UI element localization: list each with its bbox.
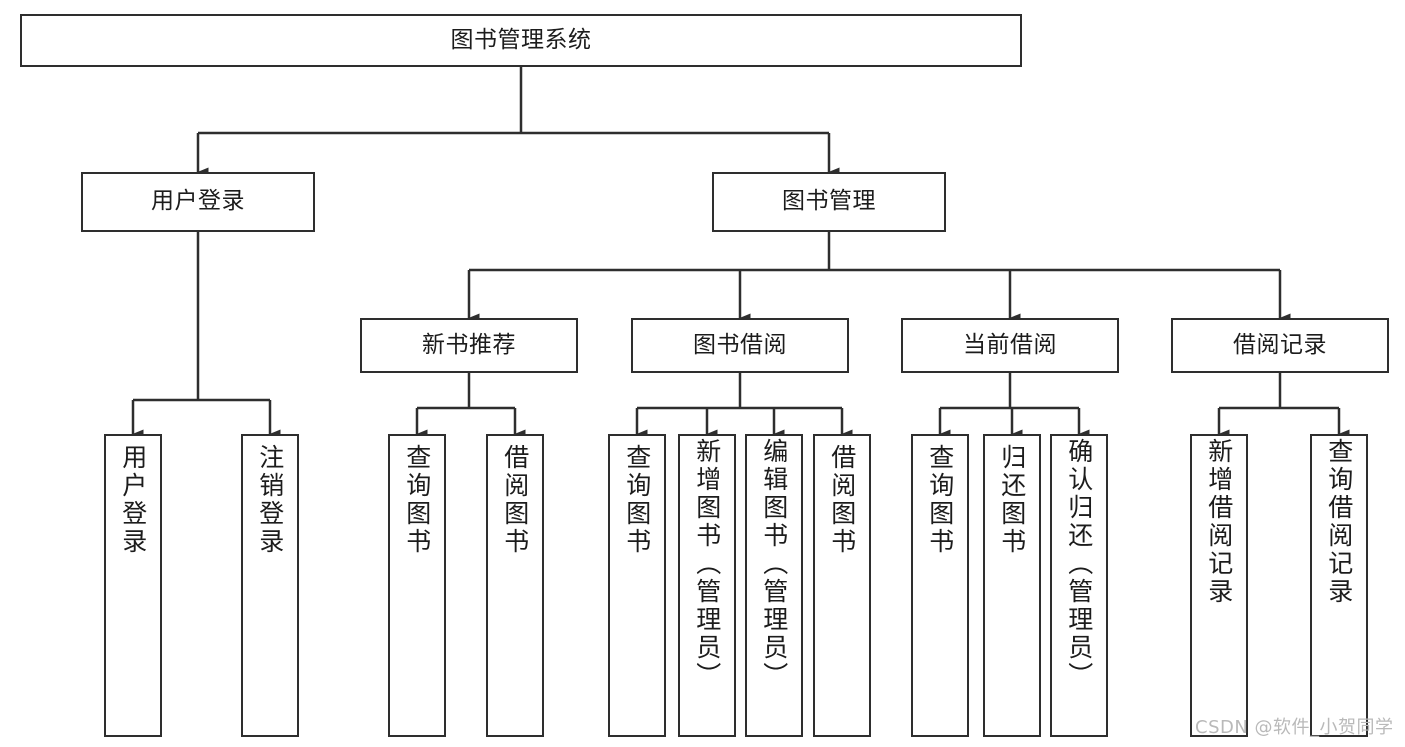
- node-leaf-add-book[interactable]: 新增图书（管理员）: [678, 434, 736, 737]
- node-label: 查询图书: [402, 444, 432, 556]
- node-leaf-confirm-return[interactable]: 确认归还（管理员）: [1050, 434, 1108, 737]
- node-current-borrow[interactable]: 当前借阅: [901, 318, 1119, 373]
- node-label: 新增图书（管理员）: [692, 438, 722, 690]
- node-label: 确认归还（管理员）: [1064, 438, 1094, 690]
- node-label: 新增借阅记录: [1204, 438, 1234, 606]
- node-leaf-borrow-book-1[interactable]: 借阅图书: [486, 434, 544, 737]
- node-label: 借阅图书: [500, 444, 530, 556]
- node-label: 查询图书: [622, 444, 652, 556]
- node-leaf-user-login[interactable]: 用户登录: [104, 434, 162, 737]
- watermark: CSDN @软件_小贺同学: [1195, 717, 1394, 738]
- node-root[interactable]: 图书管理系统: [20, 14, 1022, 67]
- node-label: 当前借阅: [963, 331, 1057, 358]
- node-label: 借阅记录: [1233, 331, 1327, 358]
- node-label: 新书推荐: [422, 331, 516, 358]
- node-label: 编辑图书（管理员）: [759, 438, 789, 690]
- node-label: 注销登录: [255, 444, 285, 556]
- node-label: 归还图书: [997, 444, 1027, 556]
- node-root-label: 图书管理系统: [450, 26, 592, 53]
- node-book-borrow[interactable]: 图书借阅: [631, 318, 849, 373]
- node-user-login[interactable]: 用户登录: [81, 172, 315, 232]
- node-label: 用户登录: [118, 444, 148, 556]
- node-new-book-rec[interactable]: 新书推荐: [360, 318, 578, 373]
- node-leaf-query-book-2[interactable]: 查询图书: [608, 434, 666, 737]
- node-leaf-borrow-book-2[interactable]: 借阅图书: [813, 434, 871, 737]
- node-label: 查询图书: [925, 444, 955, 556]
- node-book-manage[interactable]: 图书管理: [712, 172, 946, 232]
- node-leaf-logout[interactable]: 注销登录: [241, 434, 299, 737]
- node-borrow-record[interactable]: 借阅记录: [1171, 318, 1389, 373]
- node-label: 图书管理: [782, 188, 876, 215]
- node-leaf-edit-book[interactable]: 编辑图书（管理员）: [745, 434, 803, 737]
- node-leaf-query-record[interactable]: 查询借阅记录: [1310, 434, 1368, 737]
- node-leaf-add-record[interactable]: 新增借阅记录: [1190, 434, 1248, 737]
- node-label: 用户登录: [151, 188, 245, 215]
- node-label: 查询借阅记录: [1324, 438, 1354, 606]
- node-leaf-query-book-3[interactable]: 查询图书: [911, 434, 969, 737]
- node-label: 借阅图书: [827, 444, 857, 556]
- node-leaf-return-book[interactable]: 归还图书: [983, 434, 1041, 737]
- node-label: 图书借阅: [693, 331, 787, 358]
- node-leaf-query-book-1[interactable]: 查询图书: [388, 434, 446, 737]
